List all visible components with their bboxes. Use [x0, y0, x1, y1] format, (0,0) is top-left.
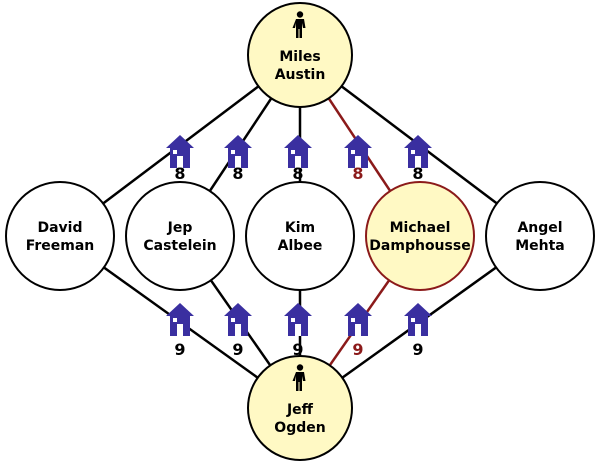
edge-weight-label: 8 [174, 164, 185, 183]
edge-weight-label: 8 [412, 164, 423, 183]
node-circle [247, 355, 353, 461]
node-label-line2: Damphousse [369, 238, 470, 254]
node-label-line1: David [37, 220, 82, 236]
edge-weight-label: 8 [352, 164, 363, 183]
node-label-line1: Michael [390, 220, 451, 236]
node-label-line2: Castelein [143, 238, 216, 254]
node-circle [365, 181, 475, 291]
house-icon [404, 303, 432, 336]
node-label-line2: Mehta [515, 238, 565, 254]
node-label-line2: Ogden [274, 420, 325, 436]
node-label-line2: Albee [278, 238, 323, 254]
edge-weight-label: 9 [232, 340, 243, 359]
house-icon [344, 303, 372, 336]
node-label-line1: Kim [285, 220, 315, 236]
edge-weight-label: 9 [292, 340, 303, 359]
edge-weight-label: 9 [352, 340, 363, 359]
edge-weight-label: 9 [412, 340, 423, 359]
node-label-line2: Freeman [26, 238, 95, 254]
node-circle [125, 181, 235, 291]
node-label-line1: Jeff [286, 402, 314, 418]
house-icon [284, 303, 312, 336]
edge-weight-label: 8 [232, 164, 243, 183]
house-icon [166, 303, 194, 336]
node-circle [247, 2, 353, 108]
node-label-line2: Austin [275, 67, 326, 83]
edge-weight-label: 9 [174, 340, 185, 359]
node-label-line1: Jep [167, 220, 193, 236]
node-label-line1: Miles [279, 49, 320, 65]
node-label-line1: Angel [517, 220, 562, 236]
edge-weight-label: 8 [292, 164, 303, 183]
node-circle [245, 181, 355, 291]
node-circle [485, 181, 595, 291]
node-circle [5, 181, 115, 291]
house-icon [224, 303, 252, 336]
